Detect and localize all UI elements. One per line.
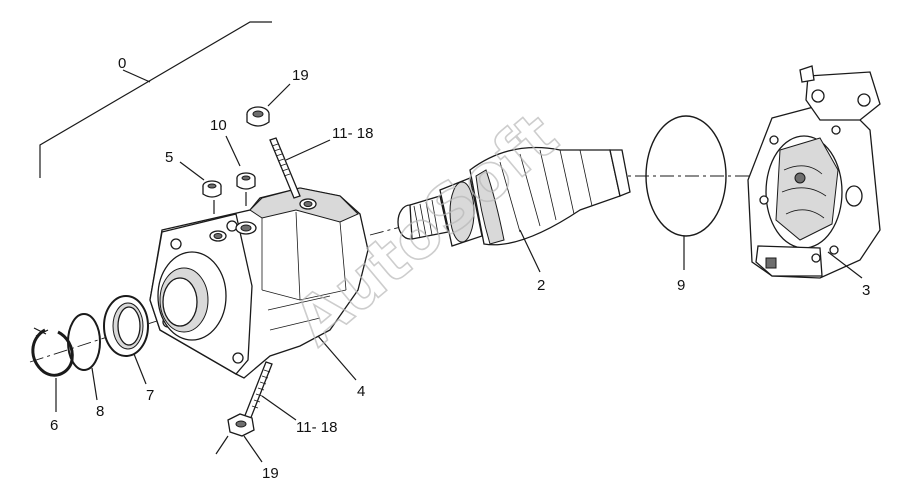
leader-2 [519, 229, 541, 273]
leader-8 [91, 367, 98, 401]
leader-5 [179, 161, 205, 181]
rotating-group-part-2 [397, 146, 631, 247]
circlip-part-6 [31, 327, 74, 377]
callout-9: 9 [677, 277, 685, 294]
callout-3: 3 [862, 282, 870, 299]
port-cover-part-3 [747, 65, 881, 279]
callout-4: 4 [357, 383, 365, 400]
leader-19-bottom [243, 435, 263, 463]
callout-5: 5 [165, 149, 173, 166]
callout-0: 0 [118, 55, 126, 72]
leader-4 [317, 335, 357, 381]
leader-3 [827, 251, 863, 279]
callout-7: 7 [146, 387, 154, 404]
callout-6: 6 [50, 417, 58, 434]
callout-19-bottom: 19 [262, 465, 279, 482]
seal-ring-part-7 [103, 295, 149, 357]
nut-part-19-bottom [227, 413, 255, 437]
callout-11-18-top: 11- 18 [332, 125, 373, 142]
o-ring-part-9 [645, 115, 727, 237]
leader-7 [133, 353, 147, 385]
ring-part-8 [67, 313, 101, 371]
callout-19-top: 19 [292, 67, 309, 84]
callout-10: 10 [210, 117, 227, 134]
leader-0 [122, 69, 151, 83]
nut-part-19-top [246, 106, 270, 127]
plug-part-5 [202, 180, 222, 198]
leader-19-top [267, 83, 291, 107]
leader-10 [225, 135, 241, 167]
assembly-bracket [39, 21, 272, 178]
motor-housing-part-4 [149, 187, 369, 379]
leader-19-bottom-b [215, 435, 229, 455]
leader-11-18-top [285, 139, 331, 161]
stud-part-11-18-top [269, 137, 301, 199]
callout-8: 8 [96, 403, 104, 420]
callout-2: 2 [537, 277, 545, 294]
leader-11-18-bottom [261, 395, 297, 421]
plug-part-10 [236, 172, 256, 190]
callout-11-18-bottom: 11- 18 [296, 419, 337, 436]
